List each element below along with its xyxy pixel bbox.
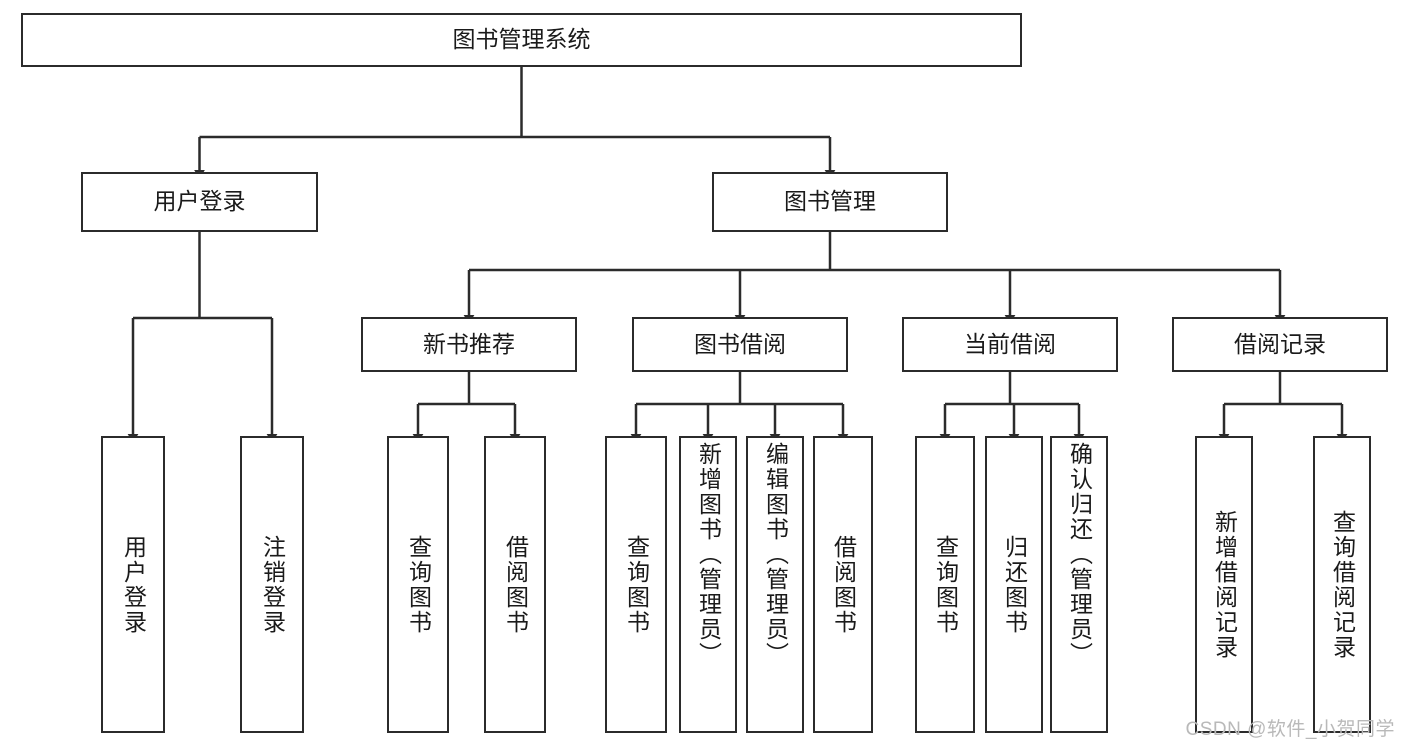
node-label: 查询图书	[623, 534, 650, 635]
node-label: 图书借阅	[694, 330, 786, 357]
node-leaf-query-record: 查询借阅记录	[1313, 436, 1371, 733]
node-leaf-add-record: 新增借阅记录	[1195, 436, 1253, 733]
node-label: 查询借阅记录	[1329, 509, 1356, 660]
node-book-manage: 图书管理	[712, 172, 948, 232]
node-root: 图书管理系统	[21, 13, 1022, 67]
node-label: 用户登录	[153, 188, 246, 215]
node-label: 新增图书（管理员）	[695, 442, 722, 667]
node-user-login: 用户登录	[81, 172, 318, 232]
node-leaf-query-book-2: 查询图书	[605, 436, 667, 733]
node-leaf-return-book: 归还图书	[985, 436, 1043, 733]
node-label: 借阅图书	[830, 534, 857, 635]
node-label: 查询图书	[405, 534, 432, 635]
node-leaf-user-login: 用户登录	[101, 436, 165, 733]
node-label: 图书管理	[784, 188, 876, 215]
node-label: 当前借阅	[964, 330, 1056, 357]
node-leaf-logout: 注销登录	[240, 436, 304, 733]
node-leaf-borrow-book-2: 借阅图书	[813, 436, 873, 733]
watermark-label: CSDN @软件_小贺同学	[1185, 719, 1395, 740]
node-leaf-borrow-book-1: 借阅图书	[484, 436, 546, 733]
node-leaf-add-book: 新增图书（管理员）	[679, 436, 737, 733]
node-label: 注销登录	[259, 534, 286, 635]
node-label: 新书推荐	[423, 330, 515, 357]
node-leaf-query-book-3: 查询图书	[915, 436, 975, 733]
node-label: 新增借阅记录	[1211, 509, 1238, 660]
node-new-book-rec: 新书推荐	[361, 317, 577, 372]
node-current-borrow: 当前借阅	[902, 317, 1118, 372]
node-leaf-edit-book: 编辑图书（管理员）	[746, 436, 804, 733]
node-label: 编辑图书（管理员）	[762, 442, 789, 667]
node-label: 用户登录	[120, 534, 147, 635]
node-leaf-confirm-return: 确认归还（管理员）	[1050, 436, 1108, 733]
edges	[127, 67, 1348, 443]
node-label: 图书管理系统	[452, 26, 591, 53]
node-label: 借阅图书	[502, 534, 529, 635]
node-borrow-record: 借阅记录	[1172, 317, 1388, 372]
node-label: 确认归还（管理员）	[1066, 442, 1093, 667]
node-label: 借阅记录	[1234, 330, 1326, 357]
node-label: 查询图书	[932, 534, 959, 635]
node-book-borrow: 图书借阅	[632, 317, 848, 372]
node-leaf-query-book-1: 查询图书	[387, 436, 449, 733]
node-label: 归还图书	[1001, 534, 1028, 635]
